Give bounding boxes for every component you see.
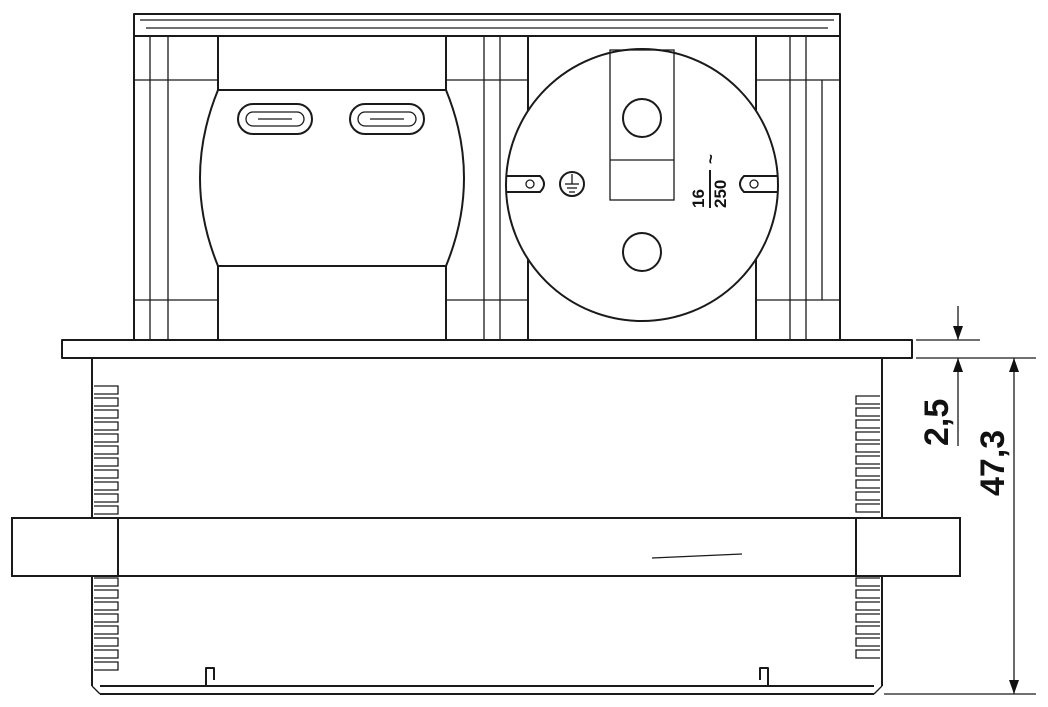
top-module: 16 250 ~ [133, 13, 841, 341]
top-flange [61, 339, 913, 359]
locking-teeth-left [94, 385, 119, 671]
tooth-row [855, 395, 880, 513]
earth-ground-icon [559, 171, 585, 197]
dim-total-depth: 47,3 [974, 430, 1012, 496]
usb-c-port-right [349, 103, 425, 135]
rating-current: 16 [689, 189, 708, 208]
tooth-row [94, 577, 119, 671]
dimension-lines: 2,5 47,3 [884, 306, 1036, 695]
clamp-plate [11, 517, 961, 577]
dim-flange-thickness: 2,5 [918, 399, 956, 446]
tooth-row [94, 385, 119, 515]
rating-ac-symbol: ~ [701, 154, 720, 164]
locking-teeth-right [855, 395, 880, 659]
rating-voltage: 250 [711, 180, 730, 208]
schuko-socket: 16 250 ~ [505, 48, 779, 322]
usb-c-port-left [237, 103, 313, 135]
tooth-row [855, 577, 880, 659]
